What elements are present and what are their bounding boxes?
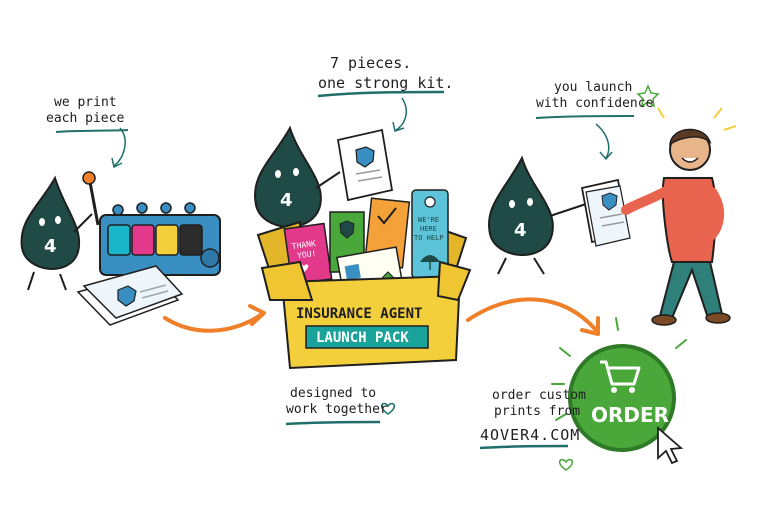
mascot-label: 4 bbox=[514, 220, 527, 241]
mascot-label: 4 bbox=[44, 236, 57, 257]
handoff-brochure bbox=[580, 178, 631, 247]
umbrella-icon bbox=[420, 255, 440, 262]
underline bbox=[317, 90, 445, 98]
caption-designed-1: designed to bbox=[290, 386, 377, 401]
pointer-arrow-print bbox=[113, 127, 126, 167]
flow-arrow-2 bbox=[466, 297, 598, 332]
ink-drop-mascot: 4 bbox=[20, 175, 93, 291]
box-title: INSURANCE AGENT bbox=[296, 306, 422, 322]
heart-icon bbox=[380, 402, 396, 415]
underline bbox=[55, 129, 129, 133]
held-brochure bbox=[336, 128, 394, 202]
pointer-arrow-launch bbox=[595, 123, 610, 159]
thank-you-text-1: THANK bbox=[291, 239, 316, 251]
door-hanger-text-2: HERE bbox=[420, 225, 437, 233]
shield-icon bbox=[117, 285, 137, 307]
ink-drop-mascot: 4 bbox=[254, 125, 341, 228]
printing-scene: 4 bbox=[20, 171, 221, 326]
cart-icon bbox=[600, 360, 641, 393]
caption-launch-1: you launch bbox=[554, 80, 633, 95]
shield-icon bbox=[339, 220, 355, 239]
door-hanger-text-3: TO HELP bbox=[414, 234, 444, 242]
box-subtitle: LAUNCH PACK bbox=[316, 330, 409, 346]
printed-sheets bbox=[76, 265, 184, 326]
underline bbox=[285, 420, 381, 426]
launch-scene: 4 bbox=[487, 84, 737, 326]
order-button[interactable]: ORDER bbox=[551, 317, 687, 465]
ink-drop-mascot: 4 bbox=[487, 155, 587, 275]
caption-designed-2: work together bbox=[286, 402, 388, 417]
caption-launch-2: with confidence bbox=[536, 96, 654, 111]
caption-order-1: order custom bbox=[492, 388, 586, 403]
caption-order-2: prints from bbox=[494, 404, 581, 419]
shield-icon bbox=[601, 192, 618, 211]
launch-pack-box: INSURANCE AGENT LAUNCH PACK bbox=[260, 260, 472, 370]
underline bbox=[535, 115, 635, 119]
caption-kit-2: one strong kit. bbox=[318, 74, 454, 92]
thank-you-text-2: YOU! bbox=[297, 249, 317, 261]
mascot-label: 4 bbox=[280, 190, 293, 211]
site-link[interactable]: 4OVER4.COM bbox=[480, 426, 581, 444]
caption-print-1: we print bbox=[54, 95, 117, 110]
happy-agent bbox=[621, 107, 737, 326]
star-icon bbox=[636, 84, 660, 108]
flow-arrow-1 bbox=[163, 312, 264, 333]
heart-icon bbox=[558, 458, 574, 471]
pointer-arrow-kit bbox=[395, 97, 408, 131]
underline bbox=[479, 444, 569, 450]
door-hanger-text-1: WE'RE bbox=[418, 216, 439, 224]
shield-icon bbox=[355, 146, 375, 168]
kit-scene: 4 THANK YOU! WE'RE HERE TO HELP bbox=[254, 125, 472, 370]
caption-kit-1: 7 pieces. bbox=[330, 54, 412, 72]
caption-print-2: each piece bbox=[46, 111, 125, 126]
order-button-label: ORDER bbox=[591, 403, 669, 427]
printer-machine bbox=[82, 171, 221, 276]
cursor-icon bbox=[657, 426, 684, 465]
